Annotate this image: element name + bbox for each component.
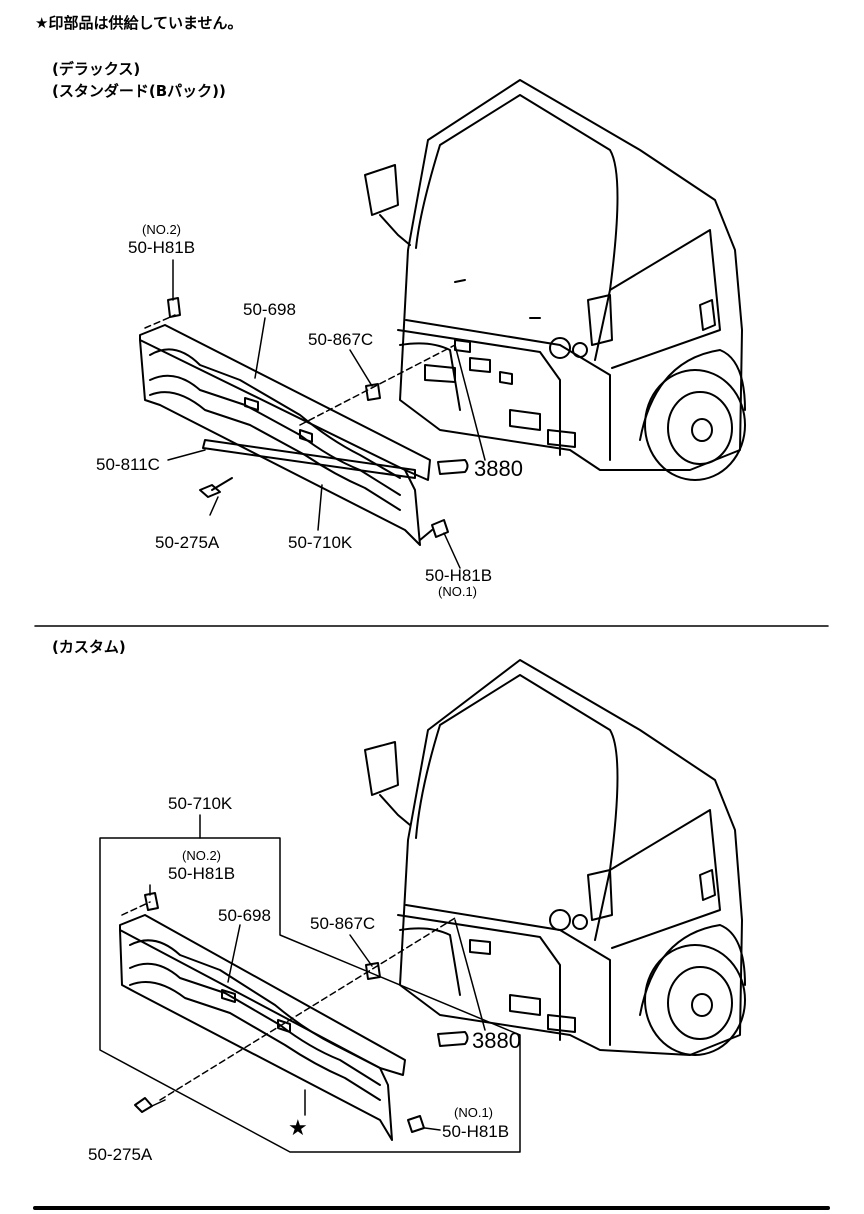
bottom-clip-label: 50-867C — [310, 914, 376, 933]
top-dash-lines — [144, 314, 456, 426]
top-grille-drawing — [139, 297, 449, 546]
top-truck-illustration — [364, 79, 746, 481]
bottom-ref-label: 3880 — [472, 1028, 521, 1053]
top-screw-label: 50-275A — [155, 533, 220, 552]
top-grille-label: 50-698 — [243, 300, 296, 319]
bottom-dash-lines — [121, 901, 456, 1101]
top-h81b-no2-label: 50-H81B — [128, 238, 196, 257]
top-leader-lines — [167, 259, 486, 569]
bottom-grille-label: 50-698 — [218, 906, 271, 925]
note-text: 印部品は供給していません。 — [48, 14, 243, 32]
ref-hand-icon-bottom — [437, 1031, 469, 1047]
bottom-heading-custom: (カスタム) — [52, 638, 126, 656]
top-strip-label: 50-811C — [96, 455, 160, 474]
top-heading-standard: (スタンダード(Bパック)) — [52, 82, 226, 100]
bottom-h81b-no2-sub: (NO.2) — [182, 848, 221, 863]
star-icon: ★ — [35, 14, 49, 32]
top-heading-deluxe: (デラックス) — [52, 60, 141, 78]
ref-hand-icon-top — [437, 459, 469, 475]
bottom-grille-assy-label: 50-710K — [168, 794, 233, 813]
bottom-h81b-no1-label: 50-H81B — [442, 1122, 510, 1141]
bottom-h81b-no2-label: 50-H81B — [168, 864, 236, 883]
bottom-h81b-no1-sub: (NO.1) — [454, 1105, 493, 1120]
bottom-leader-lines — [149, 814, 486, 1131]
bottom-truck-illustration — [364, 659, 746, 1056]
bottom-screw-label: 50-275A — [88, 1145, 153, 1164]
top-grille-assy-label: 50-710K — [288, 533, 353, 552]
top-h81b-no1-sub: (NO.1) — [438, 584, 477, 599]
not-supplied-note: ★印部品は供給していません。 — [35, 12, 243, 33]
top-ref-label: 3880 — [474, 456, 523, 481]
top-h81b-no1-label: 50-H81B — [425, 566, 493, 585]
bottom-grille-drawing — [99, 837, 521, 1153]
not-supplied-star-icon: ★ — [288, 1116, 308, 1141]
top-clip-label: 50-867C — [308, 330, 374, 349]
top-h81b-no2-sub: (NO.2) — [142, 222, 181, 237]
